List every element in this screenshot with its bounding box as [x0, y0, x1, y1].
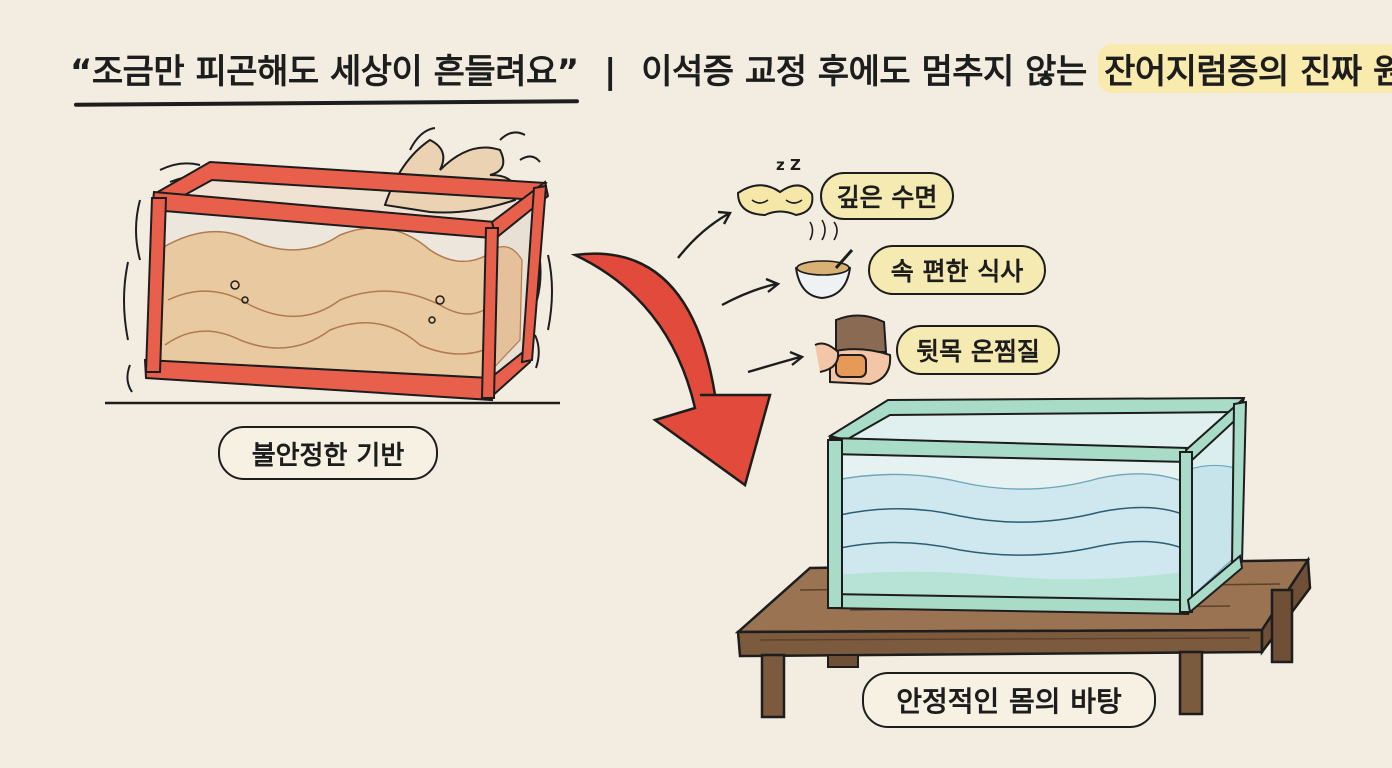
remedy-deep-sleep-text: 깊은 수면	[836, 183, 938, 212]
title-separator: |	[603, 52, 616, 92]
transition-arrow-icon	[570, 252, 772, 488]
title-highlight: 잔어지럼증의 진짜 원인	[1098, 44, 1392, 93]
neck-warm-compress-icon	[814, 314, 892, 386]
sleep-z-text: z Z	[776, 156, 801, 174]
stable-foundation-label: 안정적인 몸의 바탕	[862, 672, 1156, 728]
stable-tank	[734, 396, 1312, 719]
remedy-neck-compress: 뒷목 온찜질	[896, 325, 1060, 375]
unstable-tank	[105, 127, 560, 405]
title-middle: 이석증 교정 후에도 멈추지 않는	[641, 52, 1087, 92]
remedy-deep-sleep: 깊은 수면	[820, 172, 954, 220]
remedy-gentle-meal-text: 속 편한 식사	[890, 257, 1024, 286]
title-quote: “조금만 피곤해도 세상이 흔들려요”	[70, 44, 579, 93]
remedy-gentle-meal: 속 편한 식사	[868, 245, 1046, 295]
remedy-arrows	[677, 210, 805, 374]
unstable-foundation-text: 불안정한 기반	[251, 440, 405, 471]
unstable-foundation-label: 불안정한 기반	[218, 426, 438, 480]
page-title: “조금만 피곤해도 세상이 흔들려요” | 이석증 교정 후에도 멈추지 않는 …	[70, 44, 1392, 100]
sleep-mask-icon	[736, 184, 814, 217]
remedy-neck-compress-text: 뒷목 온찜질	[916, 337, 1040, 366]
soup-bowl-icon	[794, 219, 854, 300]
stable-foundation-text: 안정적인 몸의 바탕	[896, 685, 1122, 718]
